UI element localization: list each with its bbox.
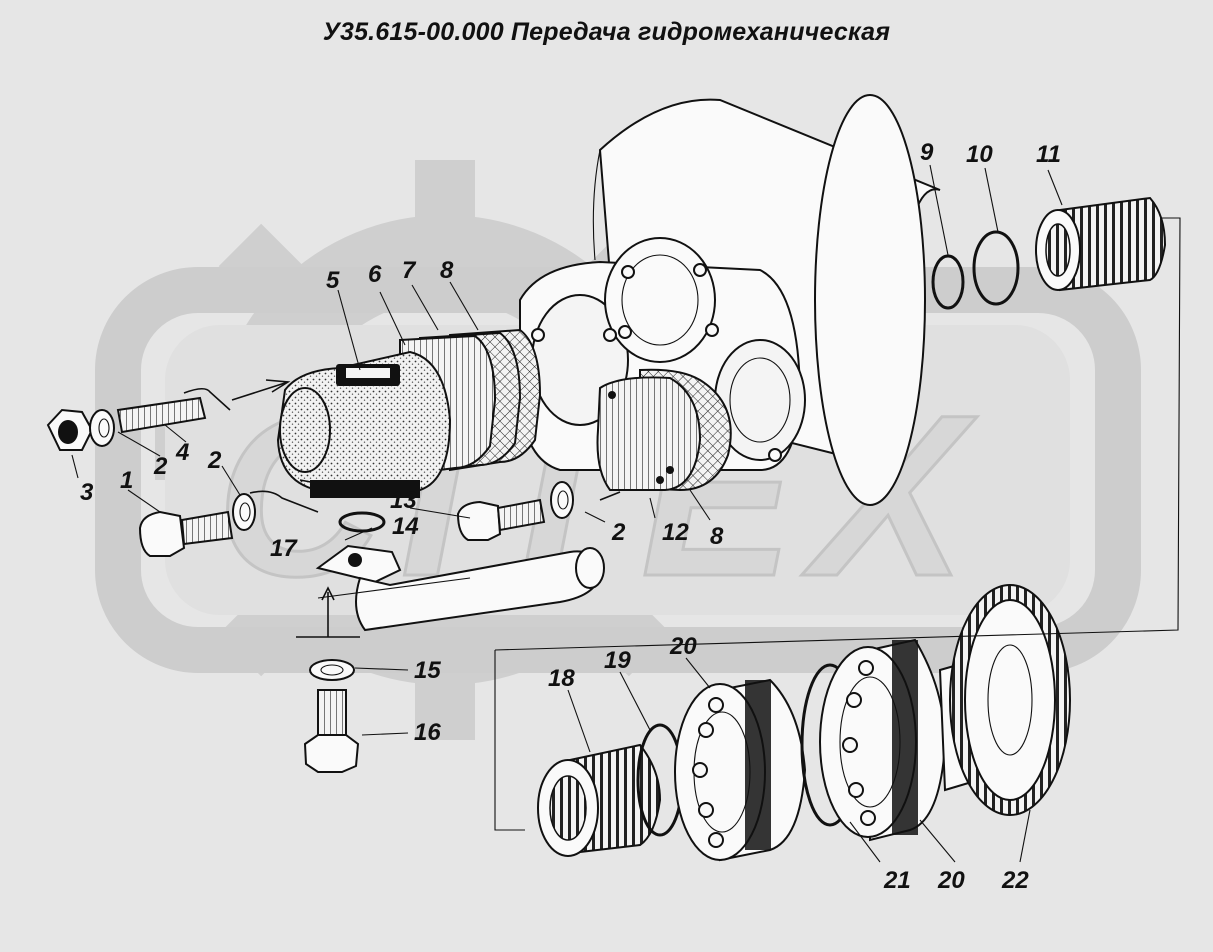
o-ring [338,511,386,533]
callout-2-bolt-right: 2 [611,519,626,546]
snap-ring-small [931,254,965,310]
callout-6: 6 [368,261,382,288]
callout-18: 18 [548,665,575,692]
callout-20-left: 20 [669,633,697,660]
bolt-bottom [303,689,360,773]
washer-bolt-left [232,493,256,531]
callout-5: 5 [326,267,340,294]
pump-body [276,350,452,498]
gasket-stack-right [596,368,732,492]
callout-8-left: 8 [440,257,454,284]
callout-8-right: 8 [710,523,724,550]
callout-16: 16 [414,719,441,746]
callout-7: 7 [402,257,417,284]
callout-15: 15 [414,657,441,684]
diagram-title: У35.615-00.000 Передача гидромеханическа… [322,18,891,46]
callout-12: 12 [662,519,689,546]
bolt-right [456,498,546,541]
pipe [315,544,605,632]
bearing-right [819,638,947,842]
nut [46,408,94,451]
washer-bottom [309,659,355,681]
callout-3: 3 [80,479,94,506]
callout-labels: 1 2 2 2 3 4 5 6 7 8 8 9 10 11 12 13 14 1… [80,139,1061,894]
splined-bushing [537,743,662,857]
callout-14: 14 [392,513,419,540]
callout-4: 4 [175,439,189,466]
callout-2-bolt-left: 2 [207,447,222,474]
callout-20-right: 20 [937,867,965,894]
bearing-left [674,678,807,862]
callout-10: 10 [966,141,993,168]
snap-ring-large [972,230,1020,306]
washer-left [89,409,115,447]
leader-lines [71,164,1181,863]
callout-13: 13 [390,487,417,514]
callout-2-stud: 2 [153,453,168,480]
callout-19: 19 [604,647,631,674]
splined-hub [1035,196,1167,292]
callout-21: 21 [883,867,911,894]
washer-bolt-right [550,481,574,519]
callout-22: 22 [1001,867,1029,894]
callout-17: 17 [270,535,298,562]
callout-11: 11 [1036,141,1061,168]
callout-1: 1 [120,467,133,494]
stud [116,396,207,434]
gear-shaft [938,584,1071,816]
bolt-left [138,510,234,557]
callout-9: 9 [920,139,934,166]
